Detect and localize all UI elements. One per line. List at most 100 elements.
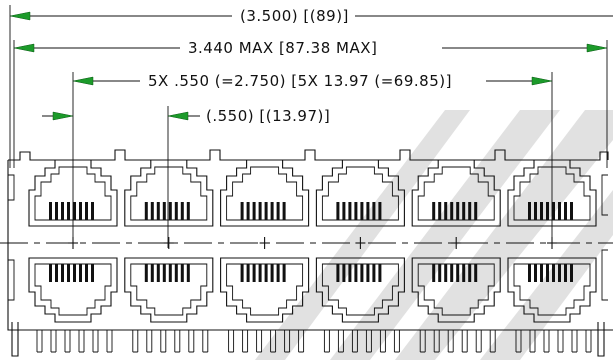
contact bbox=[444, 202, 448, 220]
contact bbox=[456, 264, 460, 282]
arrow-right-max bbox=[586, 43, 608, 53]
pin bbox=[323, 330, 330, 353]
contact bbox=[180, 264, 184, 282]
arrow-left-overall bbox=[9, 11, 31, 21]
contact bbox=[540, 264, 543, 282]
pin bbox=[475, 330, 482, 353]
pin bbox=[92, 330, 99, 353]
pin bbox=[160, 330, 167, 353]
contact bbox=[564, 264, 567, 282]
contact bbox=[180, 202, 184, 220]
pin bbox=[64, 330, 71, 353]
dim-pitch-total-label: 5X .550 (=2.750) [5X 13.97 (=69.85)] bbox=[148, 72, 452, 90]
contact bbox=[432, 202, 436, 220]
port-upper-inner bbox=[226, 166, 304, 221]
pin bbox=[337, 330, 344, 353]
dimension-pitch: (.550) [(13.97)] bbox=[42, 107, 330, 125]
contact bbox=[79, 264, 82, 282]
contact bbox=[91, 264, 94, 282]
contact bbox=[534, 264, 537, 282]
contact bbox=[438, 202, 442, 220]
boardlock-pin bbox=[597, 322, 605, 357]
pin bbox=[188, 330, 195, 353]
contact bbox=[258, 202, 262, 220]
pin bbox=[461, 330, 468, 353]
contact bbox=[73, 264, 76, 282]
contact bbox=[570, 264, 573, 282]
port-lower-outline bbox=[124, 257, 214, 323]
port bbox=[315, 159, 405, 323]
contact bbox=[55, 264, 58, 282]
contact bbox=[366, 264, 370, 282]
pin bbox=[202, 330, 209, 353]
contact bbox=[264, 264, 268, 282]
contact bbox=[276, 202, 280, 220]
contact bbox=[558, 202, 561, 220]
contact bbox=[282, 264, 286, 282]
pin bbox=[379, 330, 386, 353]
contact bbox=[348, 264, 352, 282]
pin bbox=[447, 330, 454, 353]
contact bbox=[67, 264, 70, 282]
connector-body bbox=[0, 149, 613, 331]
port-upper-outline bbox=[220, 159, 310, 227]
contact bbox=[85, 202, 88, 220]
arrow-left-pitch-total bbox=[72, 76, 94, 86]
contact bbox=[456, 202, 460, 220]
pin bbox=[36, 330, 43, 353]
port-lower-outline bbox=[411, 257, 501, 323]
pin bbox=[146, 330, 153, 353]
contact bbox=[79, 202, 82, 220]
contact bbox=[276, 264, 280, 282]
contact bbox=[450, 202, 454, 220]
pin bbox=[351, 330, 358, 353]
dim-pitch-label: (.550) [(13.97)] bbox=[206, 107, 330, 125]
contact bbox=[61, 202, 64, 220]
contact bbox=[438, 264, 442, 282]
arrow-right-pitch-total bbox=[531, 76, 553, 86]
contact bbox=[162, 202, 166, 220]
port bbox=[28, 159, 118, 323]
boardlock-pin bbox=[11, 322, 19, 357]
pin bbox=[543, 330, 550, 353]
port-lower-inner bbox=[130, 263, 208, 316]
contact bbox=[546, 264, 549, 282]
port-upper-inner bbox=[130, 166, 208, 221]
contact bbox=[246, 264, 250, 282]
contact bbox=[336, 264, 340, 282]
contact bbox=[366, 202, 370, 220]
contact bbox=[474, 264, 478, 282]
contact bbox=[360, 264, 364, 282]
dimension-overall: (3.500) [(89)] bbox=[9, 7, 613, 25]
contact bbox=[354, 264, 358, 282]
contact bbox=[168, 264, 172, 282]
port bbox=[507, 159, 597, 323]
pin bbox=[489, 330, 496, 353]
contact bbox=[336, 202, 340, 220]
contact bbox=[61, 264, 64, 282]
contact bbox=[168, 202, 172, 220]
contact bbox=[462, 264, 466, 282]
contact bbox=[174, 202, 178, 220]
contact bbox=[55, 202, 58, 220]
contact bbox=[144, 202, 148, 220]
contact bbox=[252, 264, 256, 282]
port-lower-outline bbox=[28, 257, 118, 323]
contact bbox=[534, 202, 537, 220]
pin bbox=[419, 330, 426, 353]
contact bbox=[474, 202, 478, 220]
port-lower-outline bbox=[220, 257, 310, 323]
contact bbox=[156, 264, 160, 282]
pin bbox=[298, 330, 305, 353]
contact bbox=[174, 264, 178, 282]
contact bbox=[91, 202, 94, 220]
contact bbox=[348, 202, 352, 220]
port-lower-inner bbox=[513, 263, 591, 316]
contact bbox=[240, 264, 244, 282]
port-upper-inner bbox=[417, 166, 495, 221]
contact bbox=[342, 202, 346, 220]
dimension-pitch-total: 5X .550 (=2.750) [5X 13.97 (=69.85)] bbox=[72, 72, 553, 90]
contact bbox=[264, 202, 268, 220]
contact bbox=[270, 202, 274, 220]
